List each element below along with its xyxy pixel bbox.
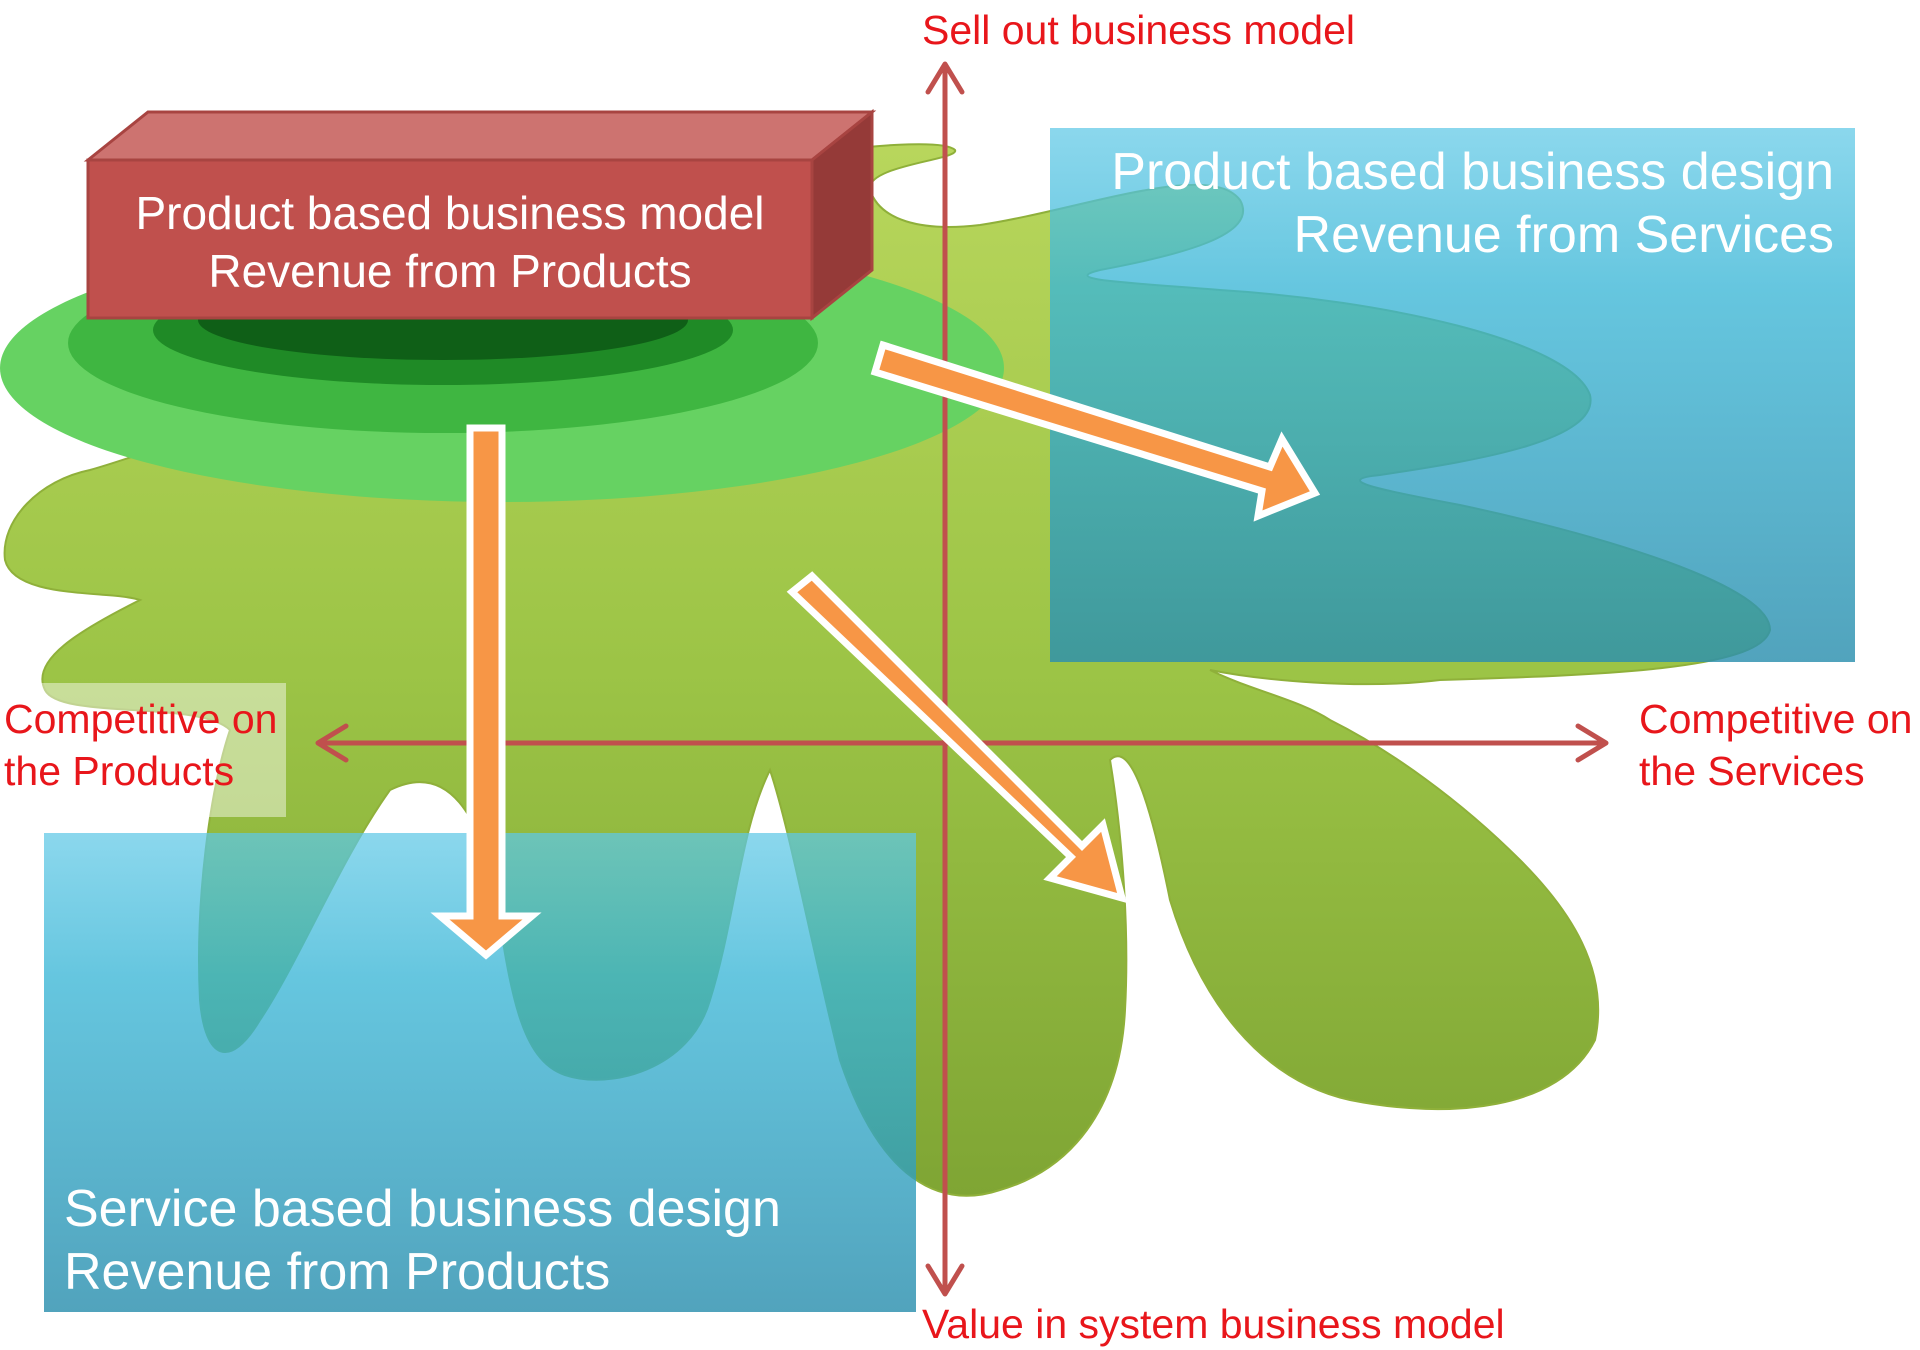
down-arrow [430, 424, 542, 960]
service-design-line-1: Service based business design [64, 1180, 781, 1238]
product-model-line-1: Product based business model [135, 187, 765, 239]
right-label-backdrop [1620, 683, 1920, 817]
diagonal-arrow [786, 571, 1127, 903]
product-design-line-1: Product based business design [1111, 143, 1834, 201]
product-model-label: Product based business model Revenue fro… [88, 185, 812, 300]
axis-label-left-line-2: the Products [4, 748, 235, 795]
product-model-box [83, 108, 877, 322]
vertical-axis [925, 61, 965, 1297]
product-model-line-2: Revenue from Products [208, 244, 692, 297]
axis-label-right-line-1: Competitive on [1639, 696, 1913, 742]
product-design-box [1050, 128, 1855, 662]
axis-label-bottom: Value in system business model [922, 1301, 1505, 1347]
left-label-backdrop [0, 683, 286, 817]
service-design-line-2: Revenue from Products [64, 1243, 611, 1302]
axis-label-right-line-2: the Services [1639, 748, 1865, 795]
product-design-line-2: Revenue from Services [1293, 206, 1834, 265]
axis-label-top: Sell out business model [922, 7, 1356, 53]
service-design-label: Service based business design Revenue fr… [64, 1178, 781, 1305]
axis-label-left-line-1: Competitive on [4, 696, 278, 742]
right-arrow [870, 340, 1321, 522]
axis-label-left: Competitive on the Products [4, 693, 277, 797]
axis-label-right: Competitive on the Services [1639, 693, 1912, 797]
product-design-label: Product based business design Revenue fr… [1111, 141, 1834, 268]
